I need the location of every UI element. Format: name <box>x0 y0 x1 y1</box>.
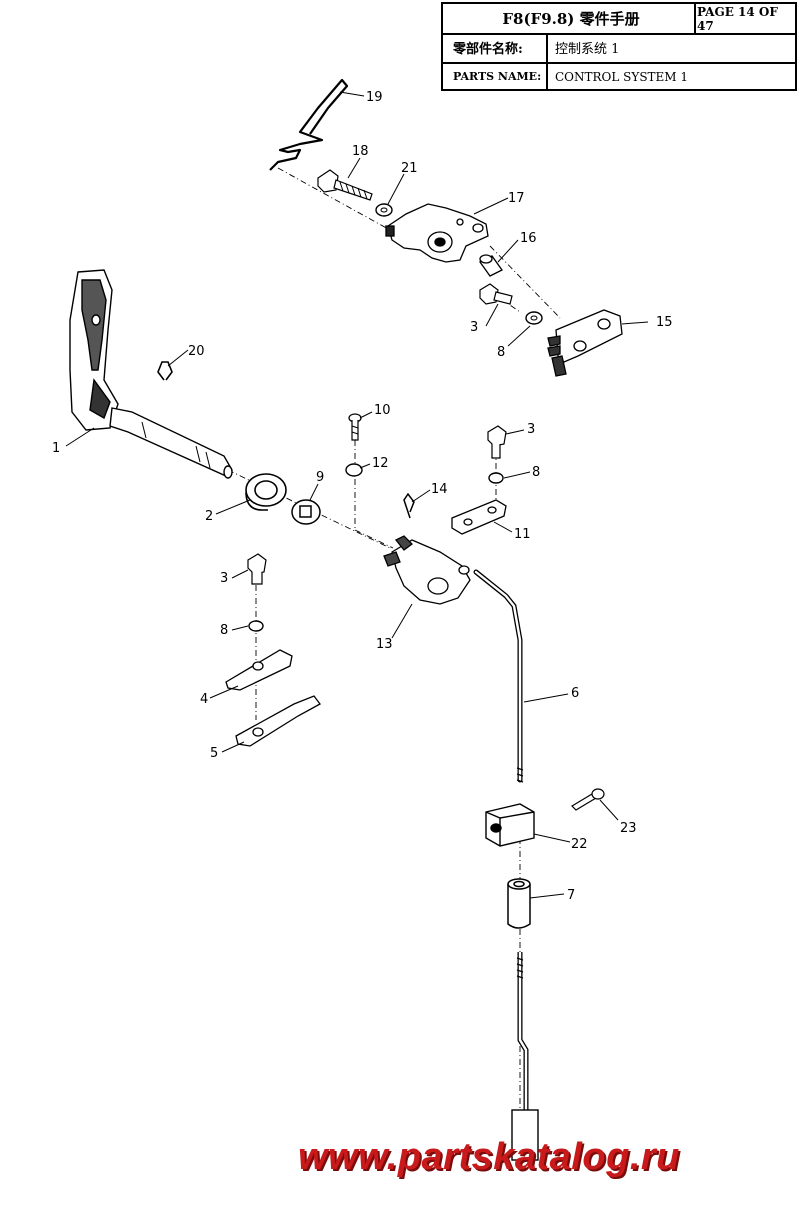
callout-4: 4 <box>200 692 208 707</box>
part-8-washer-lower <box>248 620 264 632</box>
callout-5: 5 <box>210 746 218 761</box>
part-3-bolt-upper <box>479 283 513 305</box>
title-block: F8(F9.8) 零件手册 PAGE 14 OF 47 零部件名称: 控制系统 … <box>441 2 797 91</box>
part-5-plate <box>235 695 321 747</box>
part-23-screw <box>571 788 605 811</box>
callout-19: 19 <box>366 90 383 105</box>
cn-parts-value: 控制系统 1 <box>555 42 620 57</box>
callout-8-lower: 8 <box>220 623 228 638</box>
callout-12: 12 <box>372 456 389 471</box>
callout-15: 15 <box>656 315 673 330</box>
cn-parts-label: 零部件名称: <box>453 42 523 57</box>
en-parts-value: CONTROL SYSTEM 1 <box>555 69 689 84</box>
callout-21: 21 <box>401 161 418 176</box>
part-10-screw <box>348 413 362 441</box>
callout-13: 13 <box>376 637 393 652</box>
callout-10: 10 <box>374 403 391 418</box>
page-number: PAGE 14 OF 47 <box>697 4 778 33</box>
assembly-centerlines <box>227 167 561 1110</box>
part-11-plate <box>451 499 507 535</box>
part-2-seal <box>245 473 287 511</box>
callout-16: 16 <box>520 231 537 246</box>
watermark-text: www.partskatalog.ru <box>298 1136 680 1178</box>
part-16-collar <box>479 254 503 277</box>
part-4-plate <box>225 649 293 691</box>
en-parts-label: PARTS NAME: <box>453 70 542 83</box>
callout-1: 1 <box>52 441 60 456</box>
part-19-wire-clip <box>269 78 349 171</box>
part-13-control-lever <box>383 535 471 605</box>
callout-3-lower: 3 <box>220 571 228 586</box>
callout-23: 23 <box>620 821 637 836</box>
callout-17: 17 <box>508 191 525 206</box>
callout-labels: 19 18 21 17 16 3 8 15 20 1 2 9 10 12 14 … <box>52 90 673 903</box>
rod-end-fitting <box>511 1109 539 1161</box>
part-9-washer <box>291 499 321 525</box>
part-3-bolt-right <box>487 425 507 459</box>
callout-8-upper: 8 <box>497 345 505 360</box>
part-12-washer <box>345 463 363 477</box>
part-1-tiller-handle <box>69 269 233 479</box>
callout-9: 9 <box>316 470 324 485</box>
part-14-pin <box>403 492 415 519</box>
part-8-washer-right <box>488 472 504 484</box>
callout-8-right: 8 <box>532 465 540 480</box>
part-17-bracket <box>385 203 489 263</box>
part-3-bolt-lower <box>247 553 267 585</box>
callout-3-right: 3 <box>527 422 535 437</box>
model-title: F8(F9.8) 零件手册 <box>502 10 640 28</box>
callout-7: 7 <box>567 888 575 903</box>
part-18-bolt <box>317 169 373 201</box>
callout-2: 2 <box>205 509 213 524</box>
callout-14: 14 <box>431 482 448 497</box>
callout-18: 18 <box>352 144 369 159</box>
callout-11: 11 <box>514 527 531 542</box>
part-6-rod <box>473 569 523 783</box>
callout-6: 6 <box>571 686 579 701</box>
callout-20: 20 <box>188 344 205 359</box>
leader-lines <box>65 91 649 899</box>
part-15-plate <box>547 309 623 377</box>
part-20-clip <box>157 361 173 381</box>
callout-3-upper: 3 <box>470 320 478 335</box>
part-7-sleeve <box>507 878 531 929</box>
part-22-block <box>485 803 535 847</box>
callout-22: 22 <box>571 837 588 852</box>
